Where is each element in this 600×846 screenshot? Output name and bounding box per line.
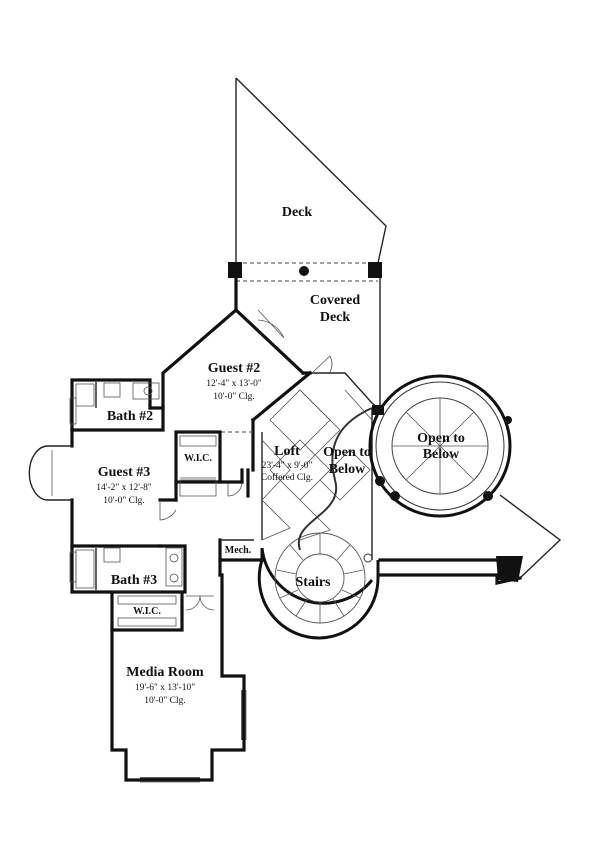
wic-lower-label: W.I.C. [133,606,161,617]
open-below-right-line1: Open to [417,431,465,446]
open-below-right-line2: Below [423,447,460,462]
guest-2-ceiling: 10'-0" Clg. [213,392,254,402]
door-swings [257,309,333,373]
stairs-label: Stairs [296,575,332,590]
covered-deck-area [228,262,382,405]
bath-2-label: Bath #2 [107,409,153,424]
open-below-left-line1: Open to [323,445,371,460]
bath-2-room [69,378,160,432]
column [299,266,309,276]
guest-3-size: 14'-2" x 12'-8" [96,483,152,493]
column [228,262,242,278]
loft-ceiling: Coffered Clg. [261,472,313,483]
walk-in-closet-lower [110,590,215,632]
rotunda-open-below [368,374,562,585]
guest-3-label: Guest #3 [98,465,151,480]
covered-deck-label-2: Deck [320,310,351,325]
guest-2-label: Guest #2 [208,361,261,376]
loft-area [250,370,379,560]
bath-3-room [69,544,187,594]
loft-size: 23'-4" x 9'-0" [262,461,313,471]
loft-label: Loft [274,444,300,459]
deck-area [235,77,387,264]
stairs [257,407,380,640]
guest-2-size: 12'-4" x 13'-0" [206,379,262,389]
media-room-ceiling: 10'-0" Clg. [144,696,185,706]
deck-label: Deck [282,205,313,220]
media-room-size: 19'-6" x 13'-10" [135,683,195,693]
walk-in-closet-upper [174,430,222,497]
bath-3-label: Bath #3 [111,573,157,588]
open-below-left-line2: Below [329,462,366,477]
media-room-label: Media Room [126,665,204,680]
mech-room [218,538,264,577]
mech-label: Mech. [225,545,252,556]
wic-upper-label: W.I.C. [184,453,212,464]
media-room [110,573,247,783]
guest-3-ceiling: 10'-0" Clg. [103,496,144,506]
column [368,262,382,278]
covered-deck-label-1: Covered [310,293,360,308]
